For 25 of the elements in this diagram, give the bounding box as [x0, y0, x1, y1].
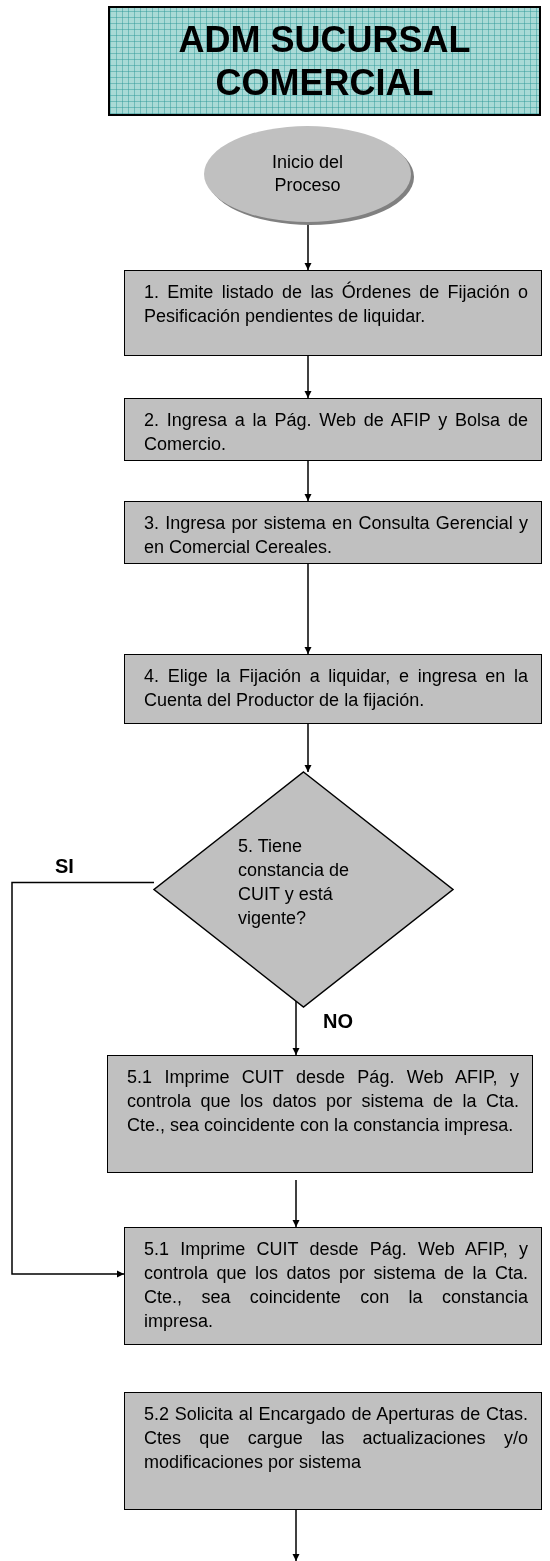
title-banner: ADM SUCURSAL COMERCIAL: [108, 6, 541, 116]
step-text: 3. Ingresa por sistema en Consulta Gerencial y en Comercial Cereales.: [144, 512, 528, 559]
step-text: Inicio del Proceso: [270, 151, 344, 197]
process-box: [124, 398, 542, 461]
step-text: 2. Ingresa a la Pág. Web de AFIP y Bolsa de Comercio.: [144, 409, 528, 456]
process-box: [124, 501, 542, 564]
arrow: [304, 460, 312, 502]
process-box: [124, 1227, 542, 1345]
arrow: [11, 881, 155, 1278]
arrow: [292, 1509, 300, 1561]
arrow: [292, 1000, 300, 1056]
arrow: [304, 563, 312, 655]
process-box: [124, 270, 542, 356]
step-text: 1. Emite listado de las Órdenes de Fijación o Pesificación pendientes de liquidar.: [144, 280, 528, 328]
step-text: 4. Elige la Fijación a liquidar, e ingresa en la Cuenta del Productor de la fijación.: [144, 665, 528, 712]
step-text: 5.1 Imprime CUIT desde Pág. Web AFIP, y controla que los datos por sistema de la Cta. Cte., sea coincidente con la constancia impresa.: [144, 1238, 528, 1333]
step-text: 5.2 Solicita al Encargado de Aperturas de Ctas. Ctes que cargue las actualizaciones y/o modificaciones por sistema: [144, 1403, 528, 1474]
process-box: [124, 654, 542, 724]
arrow: [304, 723, 312, 773]
question-text: 5. Tiene constancia de CUIT y está vigente?: [238, 835, 351, 930]
step-text: 5.1 Imprime CUIT desde Pág. Web AFIP, y controla que los datos por sistema de la Cta. Cte., sea coincidente con la constancia impresa.: [127, 1066, 519, 1137]
process-box: [124, 1392, 542, 1510]
arrow: [292, 1179, 300, 1228]
process-box: [107, 1055, 533, 1173]
arrow: [304, 355, 312, 399]
